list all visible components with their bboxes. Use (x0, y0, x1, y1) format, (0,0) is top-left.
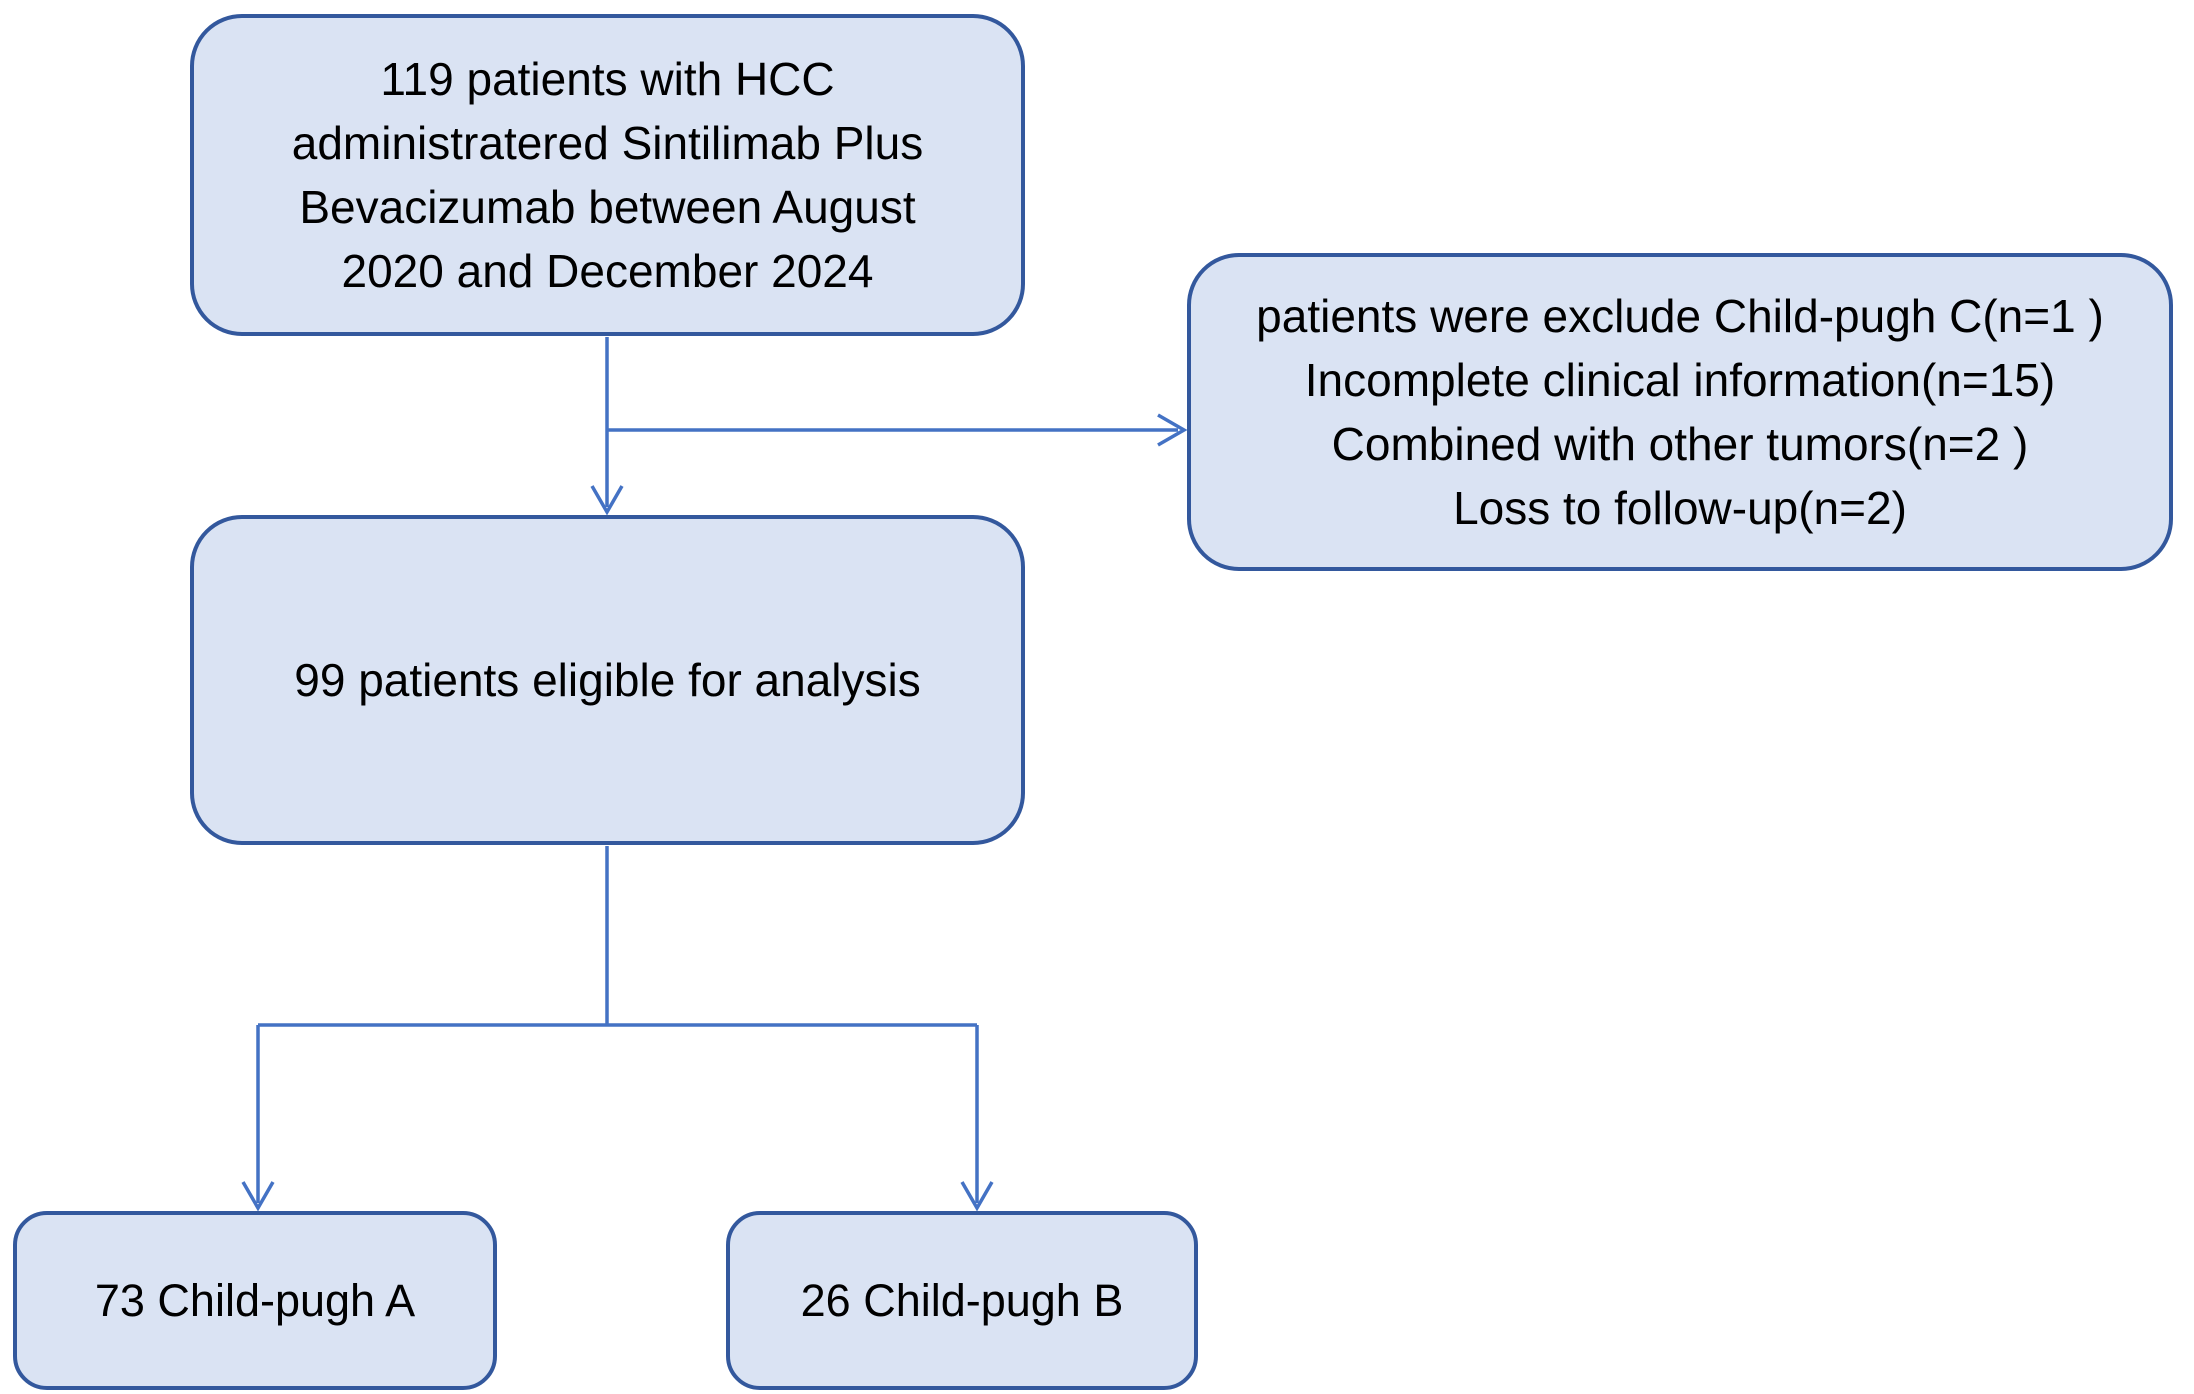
node-enrolled-line-2: administratered Sintilimab Plus (291, 117, 924, 169)
node-excluded-line-4: Loss to follow-up(n=2) (1453, 482, 1907, 534)
node-enrolled-patients: 119 patients with HCC administratered Si… (190, 14, 1025, 336)
node-child-b-line-1: 26 Child-pugh B (800, 1274, 1124, 1326)
node-excluded-line-1: patients were exclude Child-pugh C(n=1 ) (1256, 290, 2104, 342)
node-enrolled-line-4: 2020 and December 2024 (341, 245, 874, 297)
node-child-a-line-1: 73 Child-pugh A (94, 1274, 416, 1326)
node-eligible-line-1: 99 patients eligible for analysis (294, 654, 921, 706)
arrowhead-down-child-a-icon (241, 1181, 275, 1212)
node-excluded-patients: patients were exclude Child-pugh C(n=1 )… (1187, 253, 2173, 571)
arrowhead-down-eligible-icon (590, 485, 624, 516)
node-child-pugh-b: 26 Child-pugh B (726, 1211, 1198, 1390)
arrowhead-down-child-b-icon (960, 1181, 994, 1212)
node-excluded-line-3: Combined with other tumors(n=2 ) (1331, 418, 2029, 470)
node-child-pugh-a: 73 Child-pugh A (13, 1211, 497, 1390)
node-enrolled-line-3: Bevacizumab between August (299, 181, 916, 233)
node-excluded-line-2: Incomplete clinical information(n=15) (1304, 354, 2056, 406)
arrowhead-right-excluded-icon (1157, 413, 1188, 447)
connector-group (241, 337, 1188, 1212)
node-enrolled-line-1: 119 patients with HCC (380, 53, 835, 105)
node-eligible-patients: 99 patients eligible for analysis (190, 515, 1025, 845)
